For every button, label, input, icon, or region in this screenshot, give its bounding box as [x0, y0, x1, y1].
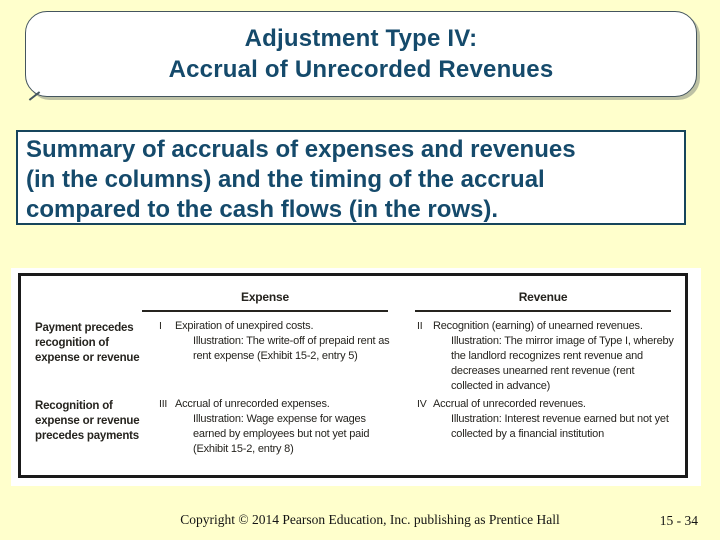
type-iv-illustration: Illustration: Interest revenue earned bu…: [451, 413, 669, 440]
type-iii-numeral: III: [159, 398, 168, 410]
title-box: Adjustment Type IV: Accrual of Unrecorde…: [25, 11, 697, 97]
type-i-main: Expiration of unexpired costs.: [175, 320, 314, 332]
row-header-payment-precedes: Payment precedes recognition of expense …: [35, 322, 140, 364]
summary-box: Summary of accruals of expenses and reve…: [16, 130, 686, 225]
accruals-table: Expense Revenue Payment precedes recogni…: [18, 273, 688, 478]
type-iii-text: Accrual of unrecorded expenses. Illustra…: [175, 397, 397, 457]
summary-line: Summary of accruals of expenses and reve…: [26, 136, 576, 163]
copyright-text: Copyright © 2014 Pearson Education, Inc.…: [180, 512, 560, 527]
table-cell-type-iv: IV Accrual of unrecorded revenues. Illus…: [417, 397, 675, 442]
type-iii-illustration: Illustration: Wage expense for wages ear…: [193, 413, 370, 455]
summary-line: (in the columns) and the timing of the a…: [26, 166, 545, 193]
row-header-recognition-precedes: Recognition of expense or revenue preced…: [35, 400, 140, 442]
table-cell-type-iii: III Accrual of unrecorded expenses. Illu…: [159, 397, 397, 457]
type-i-numeral: I: [159, 320, 162, 332]
type-iv-main: Accrual of unrecorded revenues.: [433, 398, 586, 410]
slide-number: 15 - 34: [659, 513, 698, 528]
summary-line: compared to the cash flows (in the rows)…: [26, 196, 499, 223]
accruals-table-figure: Expense Revenue Payment precedes recogni…: [11, 268, 701, 486]
slide-title-line1: Adjustment Type IV:: [244, 25, 478, 52]
type-ii-numeral: II: [417, 320, 423, 332]
type-ii-illustration: Illustration: The mirror image of Type I…: [451, 335, 674, 392]
type-iv-text: Accrual of unrecorded revenues. Illustra…: [433, 397, 675, 442]
type-ii-main: Recognition (earning) of unearned revenu…: [433, 320, 643, 332]
type-iv-numeral: IV: [417, 398, 427, 410]
table-cell-type-i: I Expiration of unexpired costs. Illustr…: [159, 319, 397, 364]
slide-title-line2: Accrual of Unrecorded Revenues: [168, 56, 554, 83]
type-iii-main: Accrual of unrecorded expenses.: [175, 398, 330, 410]
type-i-illustration: Illustration: The write-off of prepaid r…: [193, 335, 390, 362]
column-header-expense: Expense: [142, 290, 388, 312]
column-header-revenue: Revenue: [415, 290, 671, 312]
type-i-text: Expiration of unexpired costs. Illustrat…: [175, 319, 397, 364]
type-ii-text: Recognition (earning) of unearned revenu…: [433, 319, 675, 394]
table-cell-type-ii: II Recognition (earning) of unearned rev…: [417, 319, 675, 394]
